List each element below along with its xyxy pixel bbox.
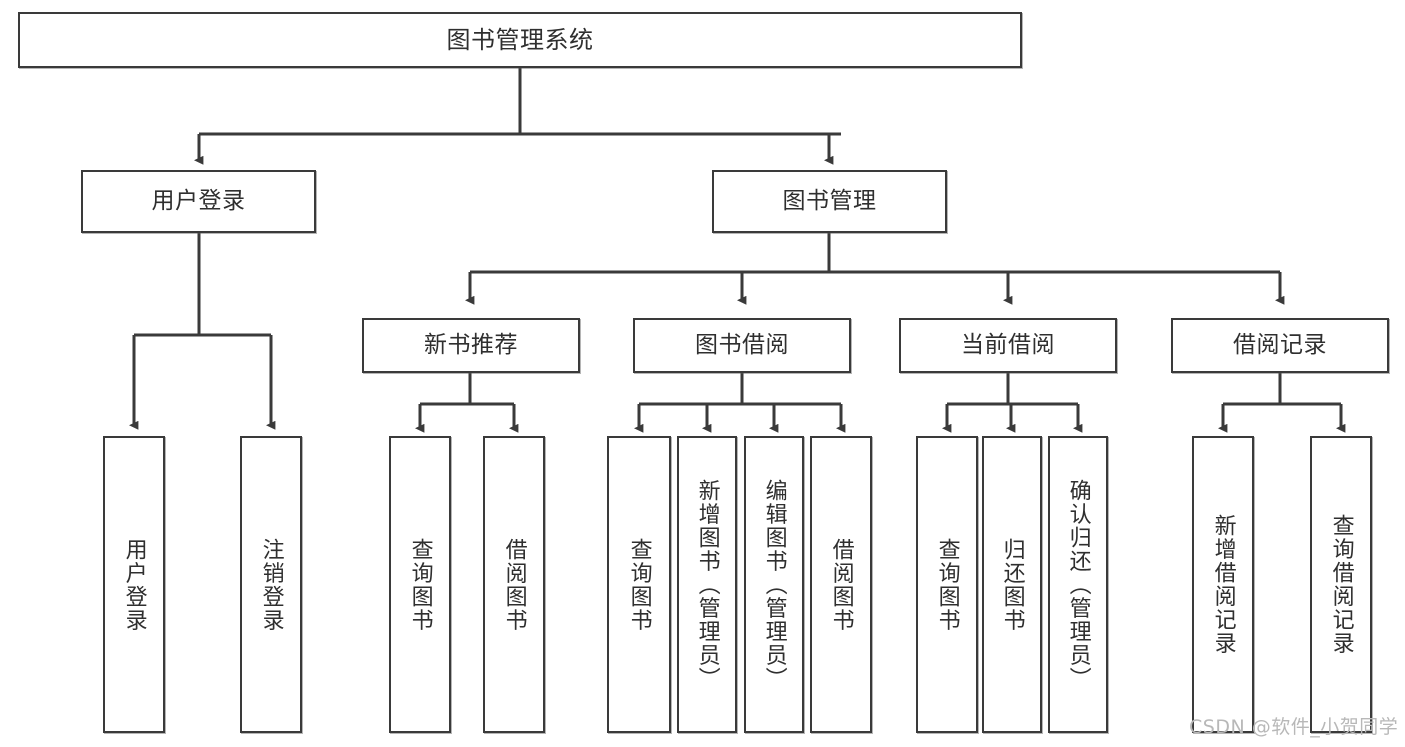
node-leaf-query-book-2[interactable]: 查询图书 [607,436,671,733]
node-new-book-rec-label: 新书推荐 [424,331,518,358]
node-user-login-label: 用户登录 [151,187,246,214]
node-leaf-logout-login-label: 注销登录 [258,537,284,632]
node-leaf-confirm-return[interactable]: 确认归还（管理员） [1048,436,1108,733]
node-new-book-rec[interactable]: 新书推荐 [362,318,580,373]
node-book-manage-label: 图书管理 [782,187,877,214]
node-borrow-record-label: 借阅记录 [1233,331,1327,358]
node-leaf-query-book-3[interactable]: 查询图书 [916,436,978,733]
node-leaf-query-book-1[interactable]: 查询图书 [389,436,451,733]
node-leaf-add-book[interactable]: 新增图书（管理员） [677,436,737,733]
node-leaf-query-record-label: 查询借阅记录 [1328,514,1354,655]
node-leaf-user-login[interactable]: 用户登录 [103,436,165,733]
node-book-borrow[interactable]: 图书借阅 [633,318,851,373]
node-leaf-query-record[interactable]: 查询借阅记录 [1310,436,1372,733]
node-borrow-record[interactable]: 借阅记录 [1171,318,1389,373]
node-root-label: 图书管理系统 [446,25,594,54]
node-root[interactable]: 图书管理系统 [18,12,1022,68]
node-leaf-add-record-label: 新增借阅记录 [1210,514,1236,655]
node-leaf-borrow-book-2-label: 借阅图书 [828,537,854,632]
node-leaf-edit-book-label: 编辑图书（管理员） [761,478,787,691]
node-leaf-edit-book[interactable]: 编辑图书（管理员） [744,436,804,733]
node-leaf-confirm-return-label: 确认归还（管理员） [1065,478,1091,691]
node-leaf-logout-login[interactable]: 注销登录 [240,436,302,733]
watermark: CSDN @软件_小贺同学 [1189,716,1399,738]
node-leaf-add-book-label: 新增图书（管理员） [694,478,720,691]
node-leaf-query-book-1-label: 查询图书 [407,537,433,632]
node-leaf-borrow-book-1[interactable]: 借阅图书 [483,436,545,733]
node-book-borrow-label: 图书借阅 [695,331,789,358]
node-leaf-return-book[interactable]: 归还图书 [982,436,1042,733]
node-leaf-user-login-label: 用户登录 [121,537,147,632]
node-leaf-borrow-book-1-label: 借阅图书 [501,537,527,632]
node-leaf-query-book-3-label: 查询图书 [934,537,960,632]
node-leaf-borrow-book-2[interactable]: 借阅图书 [810,436,872,733]
node-book-manage[interactable]: 图书管理 [712,170,947,233]
node-current-borrow-label: 当前借阅 [961,331,1055,358]
node-current-borrow[interactable]: 当前借阅 [899,318,1117,373]
node-user-login[interactable]: 用户登录 [81,170,316,233]
node-leaf-return-book-label: 归还图书 [999,537,1025,632]
node-leaf-add-record[interactable]: 新增借阅记录 [1192,436,1254,733]
node-leaf-query-book-2-label: 查询图书 [626,537,652,632]
